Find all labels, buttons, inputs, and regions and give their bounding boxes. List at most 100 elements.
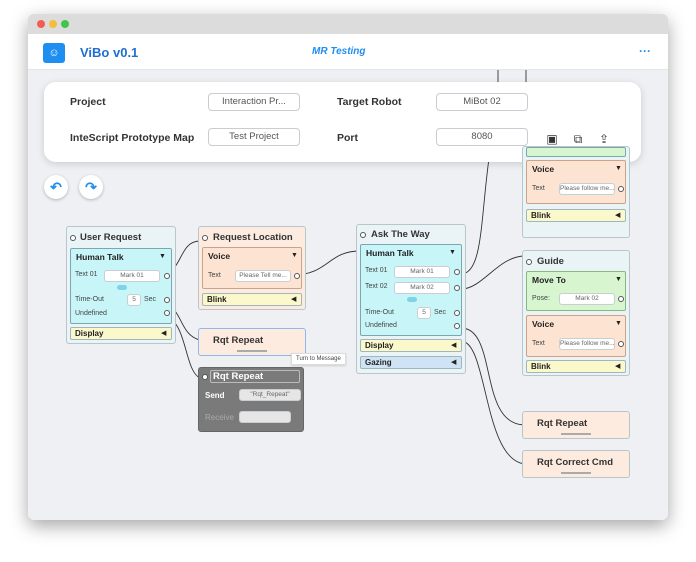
node-guide[interactable]: Guide Move To ▼ Pose: Mark 02 Voice ▼ Te… [522,250,630,376]
output-port[interactable] [618,186,624,192]
blink-bar[interactable]: Blink [526,360,626,373]
collapse-icon[interactable]: ◀ [451,359,457,366]
text01-label: Text 01 [75,271,98,278]
add-toggle[interactable] [117,285,127,290]
app-window: ☺ ViBo v0.1 MR Testing ··· Project Inter… [28,14,668,520]
blink-bar[interactable]: Blink [202,293,302,306]
node-rqt-repeat-message[interactable]: Rqt Repeat Send "Rqt_Repeat" Receive [198,367,304,432]
window-titlebar [28,14,668,34]
project-field[interactable]: Interaction Pr... [208,93,300,111]
timeout-port[interactable] [164,297,170,303]
undefined-label: Undefined [75,310,107,317]
text-label: Text [208,272,221,279]
drag-handle[interactable] [561,472,591,474]
node-title: Guide [537,256,564,267]
text-field[interactable]: Please follow me... [559,183,615,195]
sec-label: Sec [434,309,447,316]
dropdown-icon[interactable]: ▼ [291,252,298,259]
save-icon[interactable]: ▣ [546,132,558,146]
collapse-icon[interactable]: ◀ [615,212,621,219]
text-field[interactable]: Please follow me... [559,338,615,350]
drag-handle[interactable] [237,350,267,352]
copy-icon[interactable]: ⧉ [573,132,583,146]
node-rqt-repeat-2[interactable]: Rqt Repeat [522,411,630,439]
target-robot-label: Target Robot [337,96,402,108]
output-port[interactable] [294,273,300,279]
blink-bar[interactable]: Blink [526,209,626,222]
timeout-port[interactable] [454,310,460,316]
target-robot-field[interactable]: MiBot 02 [436,93,528,111]
port-label: Port [337,132,358,144]
dropdown-icon[interactable]: ▼ [449,249,456,256]
timeout-field[interactable]: 5 [417,307,431,319]
more-menu-button[interactable]: ··· [639,44,651,58]
drag-handle[interactable] [561,433,591,435]
text02-field[interactable]: Mark 02 [394,282,450,294]
input-port[interactable] [202,374,208,380]
output-port[interactable] [454,269,460,275]
app-title: ViBo v0.1 [80,45,139,60]
dropdown-icon[interactable]: ▼ [615,320,622,327]
node-title: Request Location [213,232,293,243]
app-header: ☺ ViBo v0.1 MR Testing ··· [28,34,668,70]
output-port[interactable] [618,296,624,302]
minimize-window-button[interactable] [49,20,57,28]
block-title: Voice [532,164,555,174]
timeout-label: Time-Out [75,296,104,303]
node-request-location[interactable]: Request Location Voice ▼ Text Please Tel… [198,226,306,310]
redo-button[interactable]: ↷ [79,175,103,199]
dropdown-icon[interactable]: ▼ [615,276,622,283]
dropdown-icon[interactable]: ▼ [615,165,622,172]
block-title: Human Talk [366,248,414,258]
close-window-button[interactable] [37,20,45,28]
display-bar[interactable]: Display [70,327,172,340]
timeout-field[interactable]: 5 [127,294,141,306]
output-port[interactable] [164,273,170,279]
input-port[interactable] [526,259,532,265]
flow-canvas[interactable]: Project Interaction Pr... InteScript Pro… [28,70,668,520]
dropdown-icon[interactable]: ▼ [159,253,166,260]
undefined-port[interactable] [164,310,170,316]
upload-icon[interactable]: ⇪ [598,132,610,146]
node-ask-the-way[interactable]: Ask The Way Human Talk ▼ Text 01 Mark 01… [356,224,466,374]
node-title: Rqt Correct Cmd [537,457,614,468]
node-title: Rqt Repeat [213,371,264,382]
port-field[interactable]: 8080 [436,128,528,146]
input-port[interactable] [70,235,76,241]
block-title: Human Talk [76,252,124,262]
text01-label: Text 01 [365,267,388,274]
node-partial-top[interactable]: Voice ▼ Text Please follow me... Blink ◀ [522,146,630,238]
move-to-block: Move To ▼ Pose: Mark 02 [526,271,626,311]
node-user-request[interactable]: User Request Human Talk ▼ Text 01 Mark 0… [66,226,176,344]
undo-button[interactable]: ↶ [44,175,68,199]
collapse-icon[interactable]: ◀ [615,363,621,370]
node-rqt-correct-cmd[interactable]: Rqt Correct Cmd [522,450,630,478]
undefined-label: Undefined [365,322,397,329]
undefined-port[interactable] [454,323,460,329]
maximize-window-button[interactable] [61,20,69,28]
human-talk-block: Human Talk ▼ Text 01 Mark 01 Text 02 Mar… [360,244,462,336]
timeout-label: Time-Out [365,309,394,316]
text-field[interactable]: Please Tell me... [235,270,291,282]
node-title: Rqt Repeat [213,335,264,346]
pose-field[interactable]: Mark 02 [559,293,615,305]
send-field[interactable]: "Rqt_Repeat" [239,389,301,401]
collapse-icon[interactable]: ◀ [161,330,167,337]
input-port[interactable] [202,235,208,241]
collapse-icon[interactable]: ◀ [451,342,457,349]
text01-field[interactable]: Mark 01 [394,266,450,278]
text-label: Text [532,185,545,192]
node-rqt-repeat[interactable]: Rqt Repeat [198,328,306,356]
input-port[interactable] [360,232,366,238]
text01-field[interactable]: Mark 01 [104,270,160,282]
title-box [210,370,300,383]
block-title: Move To [532,275,566,285]
prototype-map-field[interactable]: Test Project [208,128,300,146]
output-port[interactable] [454,285,460,291]
collapse-icon[interactable]: ◀ [291,296,297,303]
add-toggle[interactable] [407,297,417,302]
display-bar[interactable]: Display [360,339,462,352]
gazing-bar[interactable]: Gazing [360,356,462,369]
output-port[interactable] [618,341,624,347]
receive-field[interactable] [239,411,291,423]
